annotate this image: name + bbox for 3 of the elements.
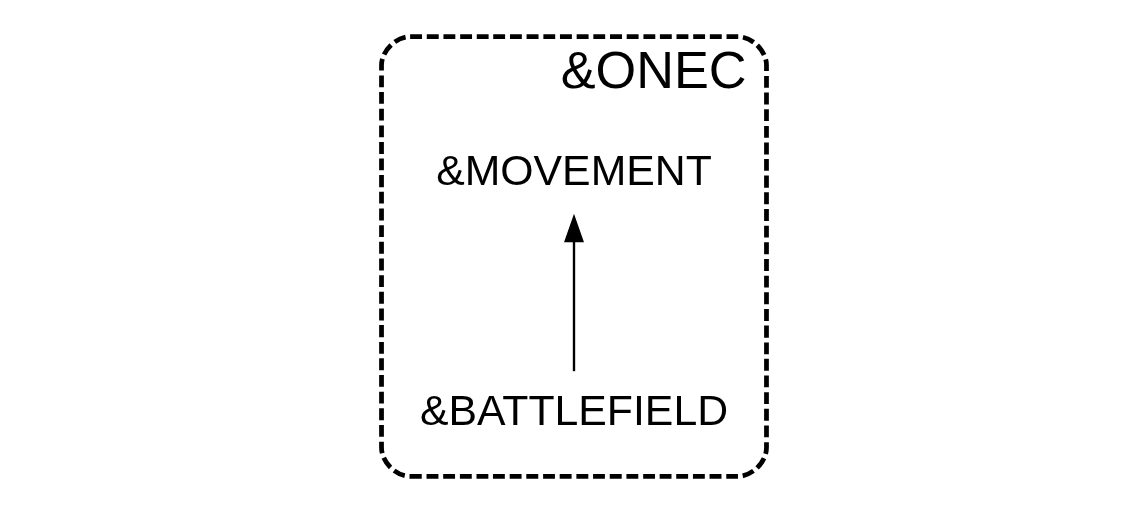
node-text: &MOVEMENT <box>436 145 712 194</box>
arrow <box>564 213 584 372</box>
node-text: &BATTLEFIELD <box>419 385 729 434</box>
